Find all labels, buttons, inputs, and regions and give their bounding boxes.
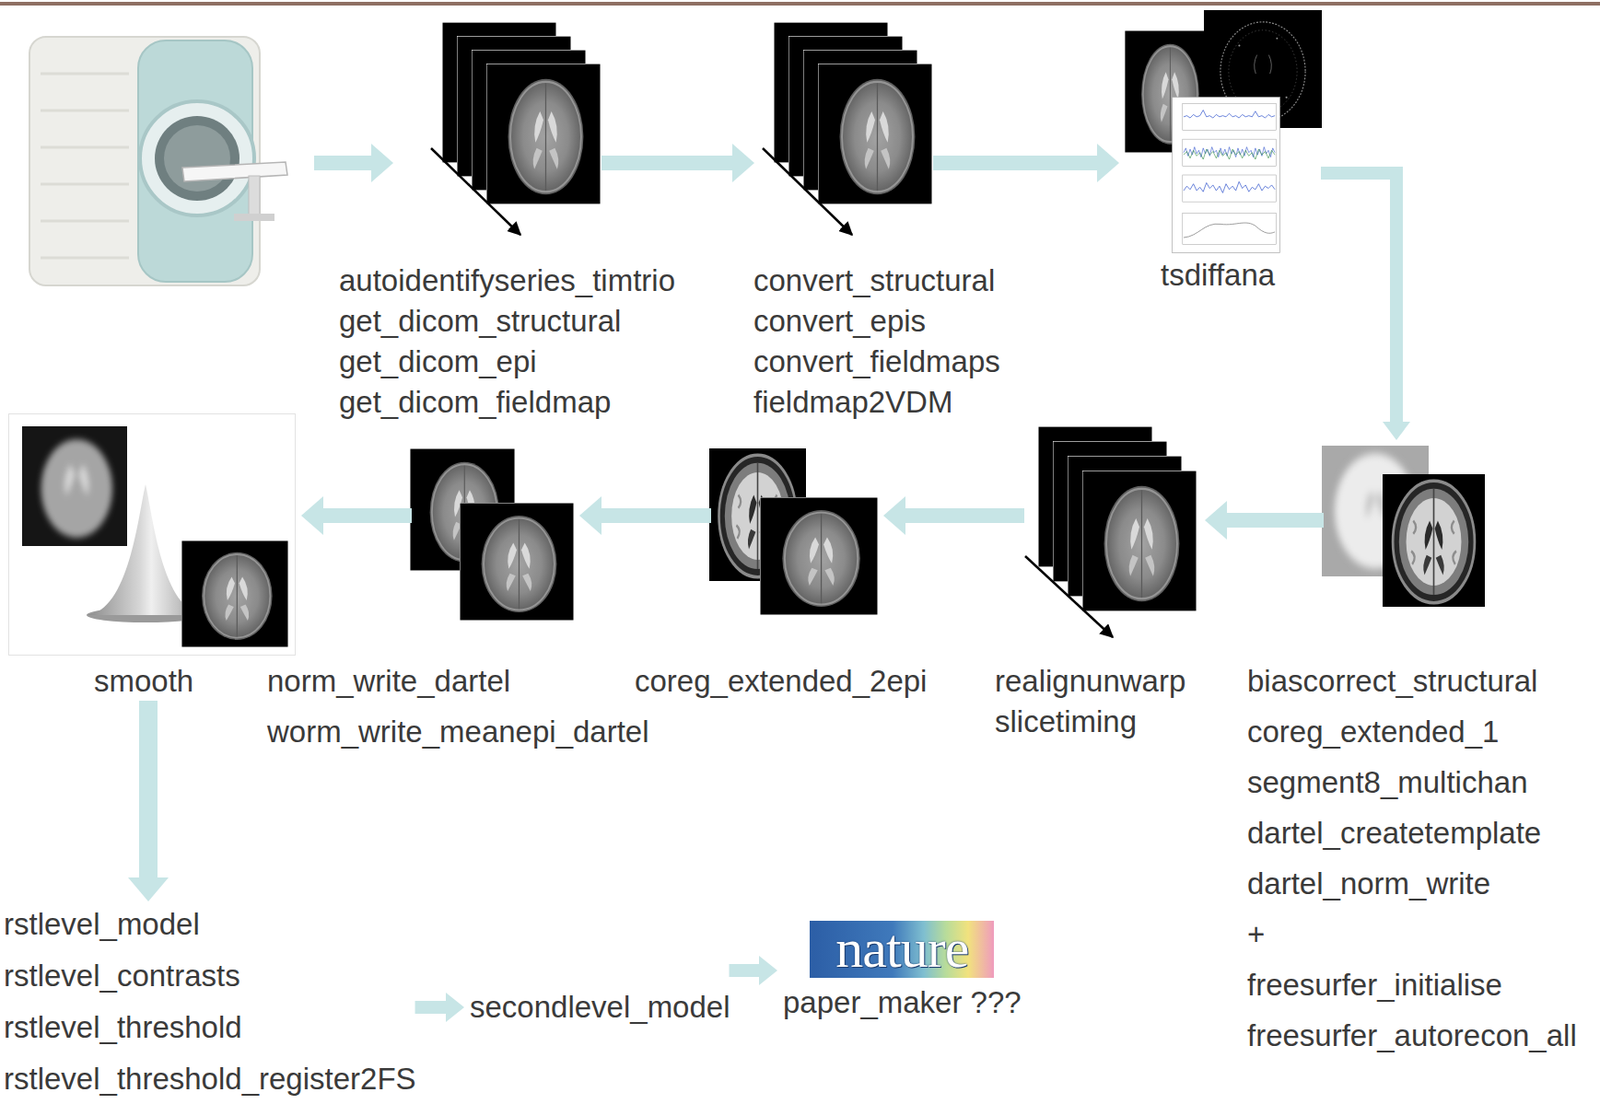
label-column: autoidentifyseries_timtrio get_dicom_stru… xyxy=(338,263,676,421)
flow-arrow xyxy=(735,956,778,986)
flow-arrow xyxy=(940,143,1120,183)
function-name: dartel_norm_write xyxy=(1247,866,1577,902)
function-name: biascorrect_structural xyxy=(1247,664,1577,700)
arrow-head xyxy=(445,992,465,1023)
function-name: rstlevel_threshold_register2FS xyxy=(3,1062,417,1098)
function-name: dartel_createtemplate xyxy=(1247,816,1577,852)
function-name: norm_write_dartel xyxy=(267,664,650,700)
label-column: realignunwarp slicetiming xyxy=(994,664,1186,740)
function-name: tsdiffana xyxy=(1160,257,1275,293)
image-stack xyxy=(1025,426,1197,638)
function-name: + xyxy=(1247,917,1577,953)
coregistered-images xyxy=(709,448,878,616)
function-name: rstlevel_model xyxy=(3,907,200,943)
pipeline-stage: biascorrect_structuralcoreg_extended_1se… xyxy=(1321,445,1485,608)
flow-arrow xyxy=(421,992,465,1023)
label-column: tsdiffana xyxy=(1160,257,1275,293)
pipeline-stage: norm_write_dartelworm_write_meanepi_dart… xyxy=(409,448,574,621)
function-name: worm_write_meanepi_dartel xyxy=(267,714,650,750)
pipeline-stage: coreg_extended_2epi xyxy=(709,448,878,616)
function-name: autoidentifyseries_timtrio xyxy=(338,263,676,299)
function-name: smooth xyxy=(93,664,194,700)
arrow-shaft xyxy=(735,964,760,978)
function-name: rstlevel_threshold xyxy=(3,1010,243,1046)
arrow-head xyxy=(1382,421,1411,441)
label-column: convert_structural convert_epis convert_fi… xyxy=(753,263,1001,421)
function-name: coreg_extended_1 xyxy=(1247,714,1577,750)
top-rule xyxy=(0,1,1600,6)
arrow-shaft xyxy=(600,508,704,524)
arrow-shaft xyxy=(421,1001,447,1015)
pipeline-stage: convert_structuralconvert_episconvert_fi… xyxy=(759,22,935,238)
function-name: get_dicom_fieldmap xyxy=(338,385,676,421)
arrow-head xyxy=(1204,501,1227,540)
arrow-head xyxy=(883,496,906,536)
function-name: slicetiming xyxy=(994,704,1186,740)
function-name: freesurfer_initialise xyxy=(1247,968,1577,1004)
flow-arrow xyxy=(579,496,704,536)
flow-arrow xyxy=(608,143,755,183)
flow-arrow xyxy=(314,143,394,183)
qa-images xyxy=(1124,10,1322,253)
arrow-shaft xyxy=(608,155,734,171)
flow-arrow xyxy=(128,710,169,902)
journal-logo: nature xyxy=(809,921,994,979)
arrow-head xyxy=(301,496,324,536)
image-stack xyxy=(762,22,933,235)
flow-arrow xyxy=(301,496,405,536)
function-name: convert_fieldmaps xyxy=(753,344,1001,380)
arrow-shaft xyxy=(139,710,158,879)
pipeline-step: rstlevel_model rstlevel_contrasts rstlevel… xyxy=(3,907,417,1098)
flow-arrow xyxy=(1327,173,1411,441)
smoothing-illustration xyxy=(9,414,296,656)
arrow-shaft xyxy=(940,155,1098,171)
arrow-head xyxy=(579,496,602,536)
label-column: norm_write_dartel worm_write_meanepi_dart… xyxy=(267,664,650,750)
arrow-shaft xyxy=(1327,173,1397,423)
mri-scanner xyxy=(29,36,288,286)
pipeline-stage: smooth xyxy=(8,413,296,705)
arrow-shaft xyxy=(904,508,1017,524)
flow-arrow xyxy=(883,496,1017,536)
function-name: get_dicom_epi xyxy=(338,344,676,380)
function-name: realignunwarp xyxy=(994,664,1186,700)
function-name: segment8_multichan xyxy=(1247,765,1577,801)
function-name: rstlevel_contrasts xyxy=(3,958,241,994)
pipeline-step: nature paper_maker ??? xyxy=(782,921,1022,1021)
label-column: smooth xyxy=(93,664,194,700)
function-name: coreg_extended_2epi xyxy=(634,664,927,700)
label-column: coreg_extended_2epi xyxy=(634,664,927,700)
normalised-images xyxy=(409,448,574,621)
pipeline-stage: tsdiffana xyxy=(1124,10,1322,255)
pipeline-stage: autoidentifyseries_timtrioget_dicom_stru… xyxy=(428,22,604,238)
arrow-head xyxy=(759,956,778,986)
flow-arrow xyxy=(1204,501,1317,540)
function-name: get_dicom_structural xyxy=(338,303,676,339)
arrow-head xyxy=(128,877,169,902)
function-name: freesurfer_autorecon_all xyxy=(1247,1018,1577,1054)
label-column: biascorrect_structural coreg_extended_1se… xyxy=(1247,664,1577,1054)
arrow-shaft xyxy=(1226,513,1317,528)
function-name: fieldmap2VDM xyxy=(753,385,1001,421)
arrow-shaft xyxy=(322,508,405,524)
function-name: paper_maker ??? xyxy=(782,985,1022,1021)
structural-images xyxy=(1321,445,1485,608)
pipeline-step: secondlevel_model xyxy=(469,990,731,1026)
function-name: convert_structural xyxy=(753,263,1001,299)
function-name: secondlevel_model xyxy=(469,990,731,1026)
function-name: convert_epis xyxy=(753,303,1001,339)
pipeline-stage: realignunwarpslicetiming xyxy=(1022,426,1200,641)
arrow-head xyxy=(732,143,755,183)
arrow-head xyxy=(1097,143,1120,183)
image-stack xyxy=(431,22,601,235)
